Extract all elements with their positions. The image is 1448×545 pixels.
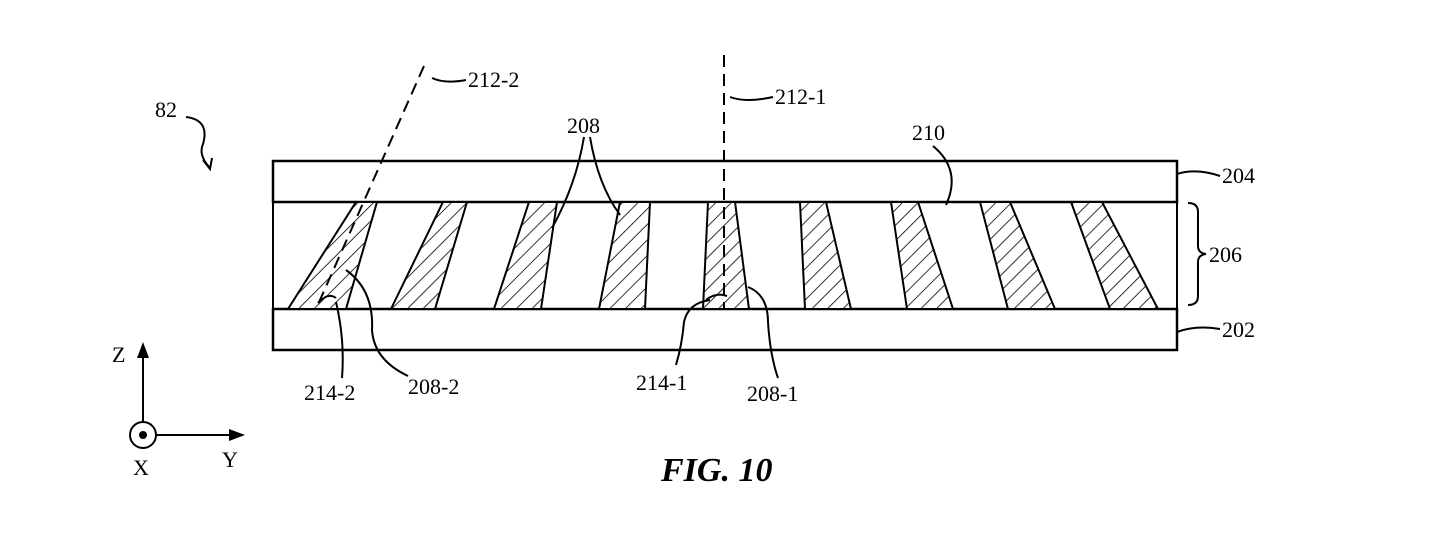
label-210: 210: [912, 120, 945, 145]
dashed-axis-212-2: [315, 65, 425, 310]
brace-206: [1187, 202, 1207, 306]
ribbon-6: [798, 201, 853, 310]
z-axis-arrowhead: [137, 342, 149, 358]
leader-214-2: [335, 301, 344, 379]
ribbon-8: [978, 201, 1057, 310]
x-axis-out-of-page-icon: [129, 421, 157, 449]
label-212-1: 212-1: [775, 84, 826, 109]
label-208: 208: [567, 113, 600, 138]
label-204: 204: [1222, 163, 1255, 188]
x-axis-dot: [139, 431, 147, 439]
ribbon-4: [597, 201, 652, 310]
leader-212-1: [729, 96, 774, 101]
leader-204: [1176, 170, 1221, 177]
label-208-1: 208-1: [747, 381, 798, 406]
leader-208-1: [747, 286, 779, 379]
leader-214-1: [675, 299, 711, 366]
figure-caption: FIG. 10: [660, 452, 772, 489]
leader-212-2: [431, 77, 467, 83]
axis-label-z: Z: [112, 342, 125, 367]
label-212-2: 212-2: [468, 67, 519, 92]
ribbon-7: [889, 201, 955, 310]
leader-208-b: [589, 136, 621, 216]
leader-82: [185, 116, 211, 169]
label-208-2: 208-2: [408, 374, 459, 399]
axis-label-x: X: [133, 455, 149, 480]
axis-label-y: Y: [222, 447, 238, 472]
leader-208-2: [345, 269, 409, 377]
label-202: 202: [1222, 317, 1255, 342]
label-214-2: 214-2: [304, 380, 355, 405]
leader-82-arrowhead: [202, 157, 213, 172]
ribbon-3: [492, 201, 559, 310]
ribbon-208-1: [701, 201, 751, 310]
ref-label-82: 82: [155, 97, 177, 122]
leader-210: [932, 145, 953, 206]
angle-arc-214-2: [317, 294, 337, 304]
ribbon-208-2: [286, 201, 379, 310]
lower-layer-202: [271, 307, 1179, 352]
y-axis-arrowhead: [229, 429, 245, 441]
ribbons-208: [286, 201, 1160, 310]
ribbon-2: [389, 201, 469, 310]
ribbon-9: [1069, 201, 1160, 310]
label-206: 206: [1209, 242, 1242, 267]
label-214-1: 214-1: [636, 370, 687, 395]
leader-208-a: [551, 136, 585, 229]
angle-arc-214-1: [705, 293, 728, 301]
leader-202: [1176, 326, 1221, 333]
